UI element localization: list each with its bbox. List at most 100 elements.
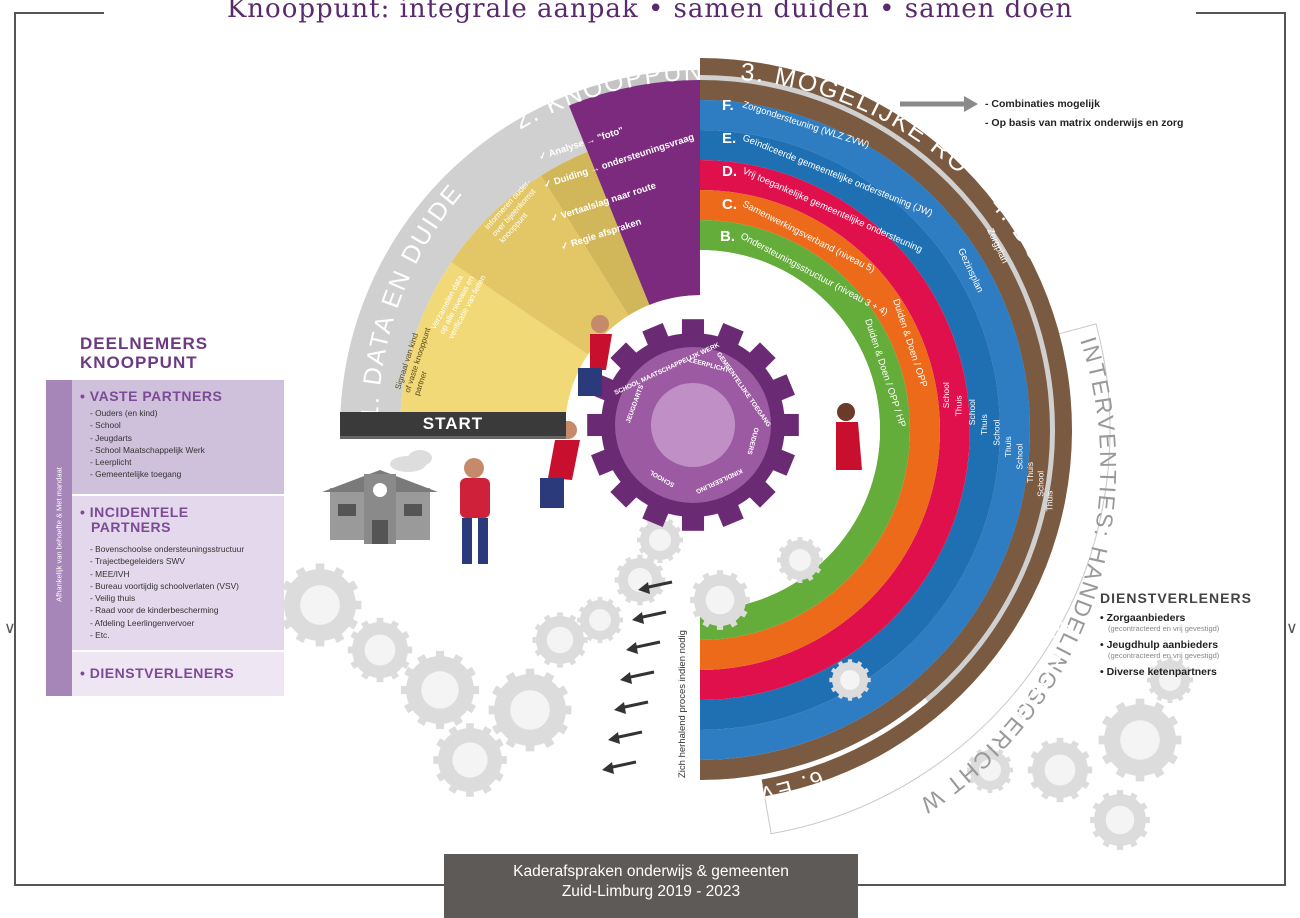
route-letter: D. [722,163,737,180]
partner-item: Ouders (en kind) [90,407,205,419]
place-label: Thuis [979,414,989,435]
partner-item: School Maatschappelijk Werk [90,444,205,456]
vaste-partners-list: Ouders (en kind)SchoolJeugdartsSchool Ma… [90,407,205,481]
partner-item: Trajectbegeleiders SWV [90,555,244,567]
knooppunt-wedge [622,130,700,300]
route-arc [700,220,910,640]
person-figure [836,403,862,470]
person-figure [578,315,612,396]
incidentele-partners-box: • INCIDENTELE PARTNERS Bovenschoolse ond… [72,496,284,650]
participants-title-line: KNOOPPUNT [80,353,198,372]
gear-icon [829,659,871,701]
arrow-right-icon [964,96,978,112]
place-label: School [1015,444,1025,470]
partner-item: Etc. [90,629,244,641]
gear-icon [400,650,480,730]
frame-line [1196,12,1286,14]
down-arrow-icon: ∨ [4,620,16,637]
routes-note-item: Op basis van matrix onderwijs en zorg [985,114,1183,133]
routes-notes: Combinaties mogelijk Op basis van matrix… [985,95,1183,133]
dienstverlener-item: Jeugdhulp aanbieders [1100,639,1290,651]
main-title: Knooppunt: integrale aanpak • samen duid… [0,0,1300,30]
place-label: School [941,382,951,408]
gear-icon [1090,790,1150,850]
partner-item: School [90,419,205,431]
data-duiden-wedges [400,80,700,430]
dienstverleners-box: • DIENSTVERLENERS [72,652,284,696]
route-letter: F. [722,97,734,114]
gear-icon [577,597,623,643]
dienstverlener-item: Diverse ketenpartners [1100,666,1290,678]
footer-line: Kaderafspraken onderwijs & gemeenten [513,863,789,880]
frame-line [14,12,16,885]
dienstverlener-item: Zorgaanbieders [1100,612,1290,624]
side-band: Afhankelijk van behoefte & Met mandaat [46,380,72,696]
figures [322,315,862,564]
student-figure [460,458,490,564]
start-label: START [340,412,566,436]
dienstverleners-title: DIENSTVERLENERS [1100,590,1252,606]
incidentele-partners-list: Bovenschoolse ondersteuningsstructuurTra… [90,543,244,641]
cloud-icon [390,450,432,472]
school-building-icon [322,470,438,544]
side-band-text: Afhankelijk van behoefte & Met mandaat [54,467,64,602]
partner-item: Leerplicht [90,456,205,468]
incidentele-partners-title: • INCIDENTELE PARTNERS [80,505,189,535]
start-shadow [340,436,566,439]
partner-item: Bureau voortijdig schoolverlaten (VSV) [90,580,244,592]
route-arc [700,160,970,700]
gear-icon [967,747,1013,793]
arrow-left-icon [620,672,632,684]
place-label: Thuis [954,395,964,416]
dienstverleners-panel: DIENSTVERLENERS Zorgaanbieders (gecontra… [1100,590,1290,678]
partner-item: MEE/IVH [90,568,244,580]
frame-line [858,884,1286,886]
place-label: Thuis [1003,436,1013,457]
arrow-left-icon [608,732,620,744]
route-note-arrow [900,96,978,112]
gear-icon [614,554,666,606]
gear-icon [488,668,572,752]
gear-icon [433,723,507,797]
arrow-left-icon [614,702,626,714]
participants-title: DEELNEMERS KNOOPPUNT [80,334,208,372]
gear-hub [651,383,735,467]
route-arcs [700,58,1072,797]
routes-note-item: Combinaties mogelijk [985,95,1183,114]
gear-icon [637,517,683,563]
frame-line [1284,12,1286,885]
frame-line [14,884,460,886]
repeat-note: Zich herhalend proces indien nodig [677,630,688,778]
arrow-left-icon [626,642,638,654]
place-label: School [967,399,977,425]
down-arrow-icon: ∨ [1286,620,1298,637]
gear-icon [777,537,823,583]
evaluation-arrows [602,580,673,774]
incidentele-title-line: PARTNERS [91,519,171,535]
gear-icon [347,617,413,683]
partner-item: Afdeling Leerlingenvervoer [90,617,244,629]
route-inner-white [700,250,880,610]
main-title-text: Knooppunt: integrale aanpak • samen duid… [216,0,1084,24]
gear-icon [1098,698,1182,782]
route-letter: B. [720,228,735,245]
vaste-partners-title: • VASTE PARTNERS [80,388,223,404]
gear-icon [690,570,750,630]
partner-item: Jeugdarts [90,432,205,444]
partner-item: Raad voor de kinderbescherming [90,604,244,616]
route-letter: C. [722,196,737,213]
gear-icon [278,563,362,647]
participants-title-line: DEELNEMERS [80,334,209,353]
place-label: Thuis [1045,491,1055,512]
partner-item: Bovenschoolse ondersteuningsstructuur [90,543,244,555]
wedge-data [400,262,589,430]
place-label: Thuis [1025,462,1035,483]
arrow-left-icon [602,762,614,774]
dienstverleners-box-title: • DIENSTVERLENERS [80,665,235,681]
place-label: School [1036,471,1046,497]
gear-icon [1027,737,1093,803]
route-arc [700,130,1000,730]
